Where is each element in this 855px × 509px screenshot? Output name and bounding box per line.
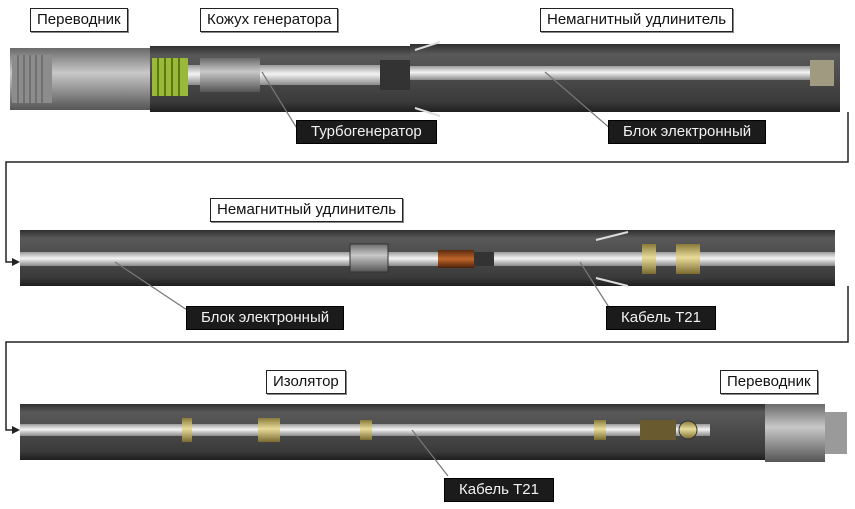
row3-leaders	[411, 429, 449, 477]
row1-sub-thread	[12, 55, 52, 103]
row3-brass-ring-3	[360, 420, 372, 440]
row2-brass-ring-2	[676, 244, 700, 274]
row2-joint-mark-bottom	[595, 277, 629, 287]
row2-tool	[20, 230, 835, 287]
row2-brass-ring-1	[642, 244, 656, 274]
callout-electronic-unit-1: Блок электронный	[608, 120, 767, 144]
row2-electronic-rod	[20, 252, 835, 266]
row1-electronic-rod	[410, 66, 810, 80]
row1-leaders	[261, 71, 613, 131]
callout-turbogenerator: Турбогенератор	[296, 120, 437, 144]
row1-tool	[10, 38, 840, 117]
row3-tool	[20, 404, 847, 462]
label-generator-housing: Кожух генератора	[200, 8, 339, 32]
row1-joint-mark-top	[414, 41, 441, 51]
row1-end-cap	[810, 60, 834, 86]
row2-leaders	[114, 261, 613, 313]
row3-cable-connector	[640, 420, 676, 440]
connector-1-2-arrow	[12, 258, 20, 266]
label-nonmag-extension-1: Немагнитный удлинитель	[540, 8, 734, 32]
connector-2-3	[5, 286, 849, 431]
row2-clamp	[349, 243, 389, 273]
label-nonmag-extension-2: Немагнитный удлинитель	[210, 198, 404, 222]
label-sub-right: Переводник	[720, 370, 818, 394]
row3-cable-knob	[678, 420, 698, 440]
row1-shoulder-notch	[520, 38, 540, 44]
connector-2-3-arrow	[12, 426, 20, 434]
connector-1-2	[5, 112, 849, 263]
row1-turbine-cap	[380, 60, 410, 90]
row3-sub-end	[825, 412, 847, 454]
row1-coil-lines	[157, 58, 180, 96]
row1-sub-thread-lines	[17, 55, 43, 103]
row3-sub-body	[765, 404, 825, 462]
row3-brass-ring-2	[258, 418, 280, 442]
row3-brass-ring-1	[182, 418, 192, 442]
row2-joint-mark-top	[595, 231, 629, 241]
row2-connector-tail	[474, 252, 494, 266]
row1-joint-mark-bottom	[414, 107, 441, 117]
row2-copper-connector	[438, 250, 474, 268]
callout-electronic-unit-2: Блок электронный	[186, 306, 345, 330]
callout-cable-row2: Кабель Т21	[606, 306, 716, 330]
row1-turbine-block	[200, 58, 260, 92]
callout-cable-row3: Кабель Т21	[444, 478, 554, 502]
label-isolator: Изолятор	[266, 370, 346, 394]
label-sub-left: Переводник	[30, 8, 128, 32]
row3-brass-ring-4	[594, 420, 606, 440]
